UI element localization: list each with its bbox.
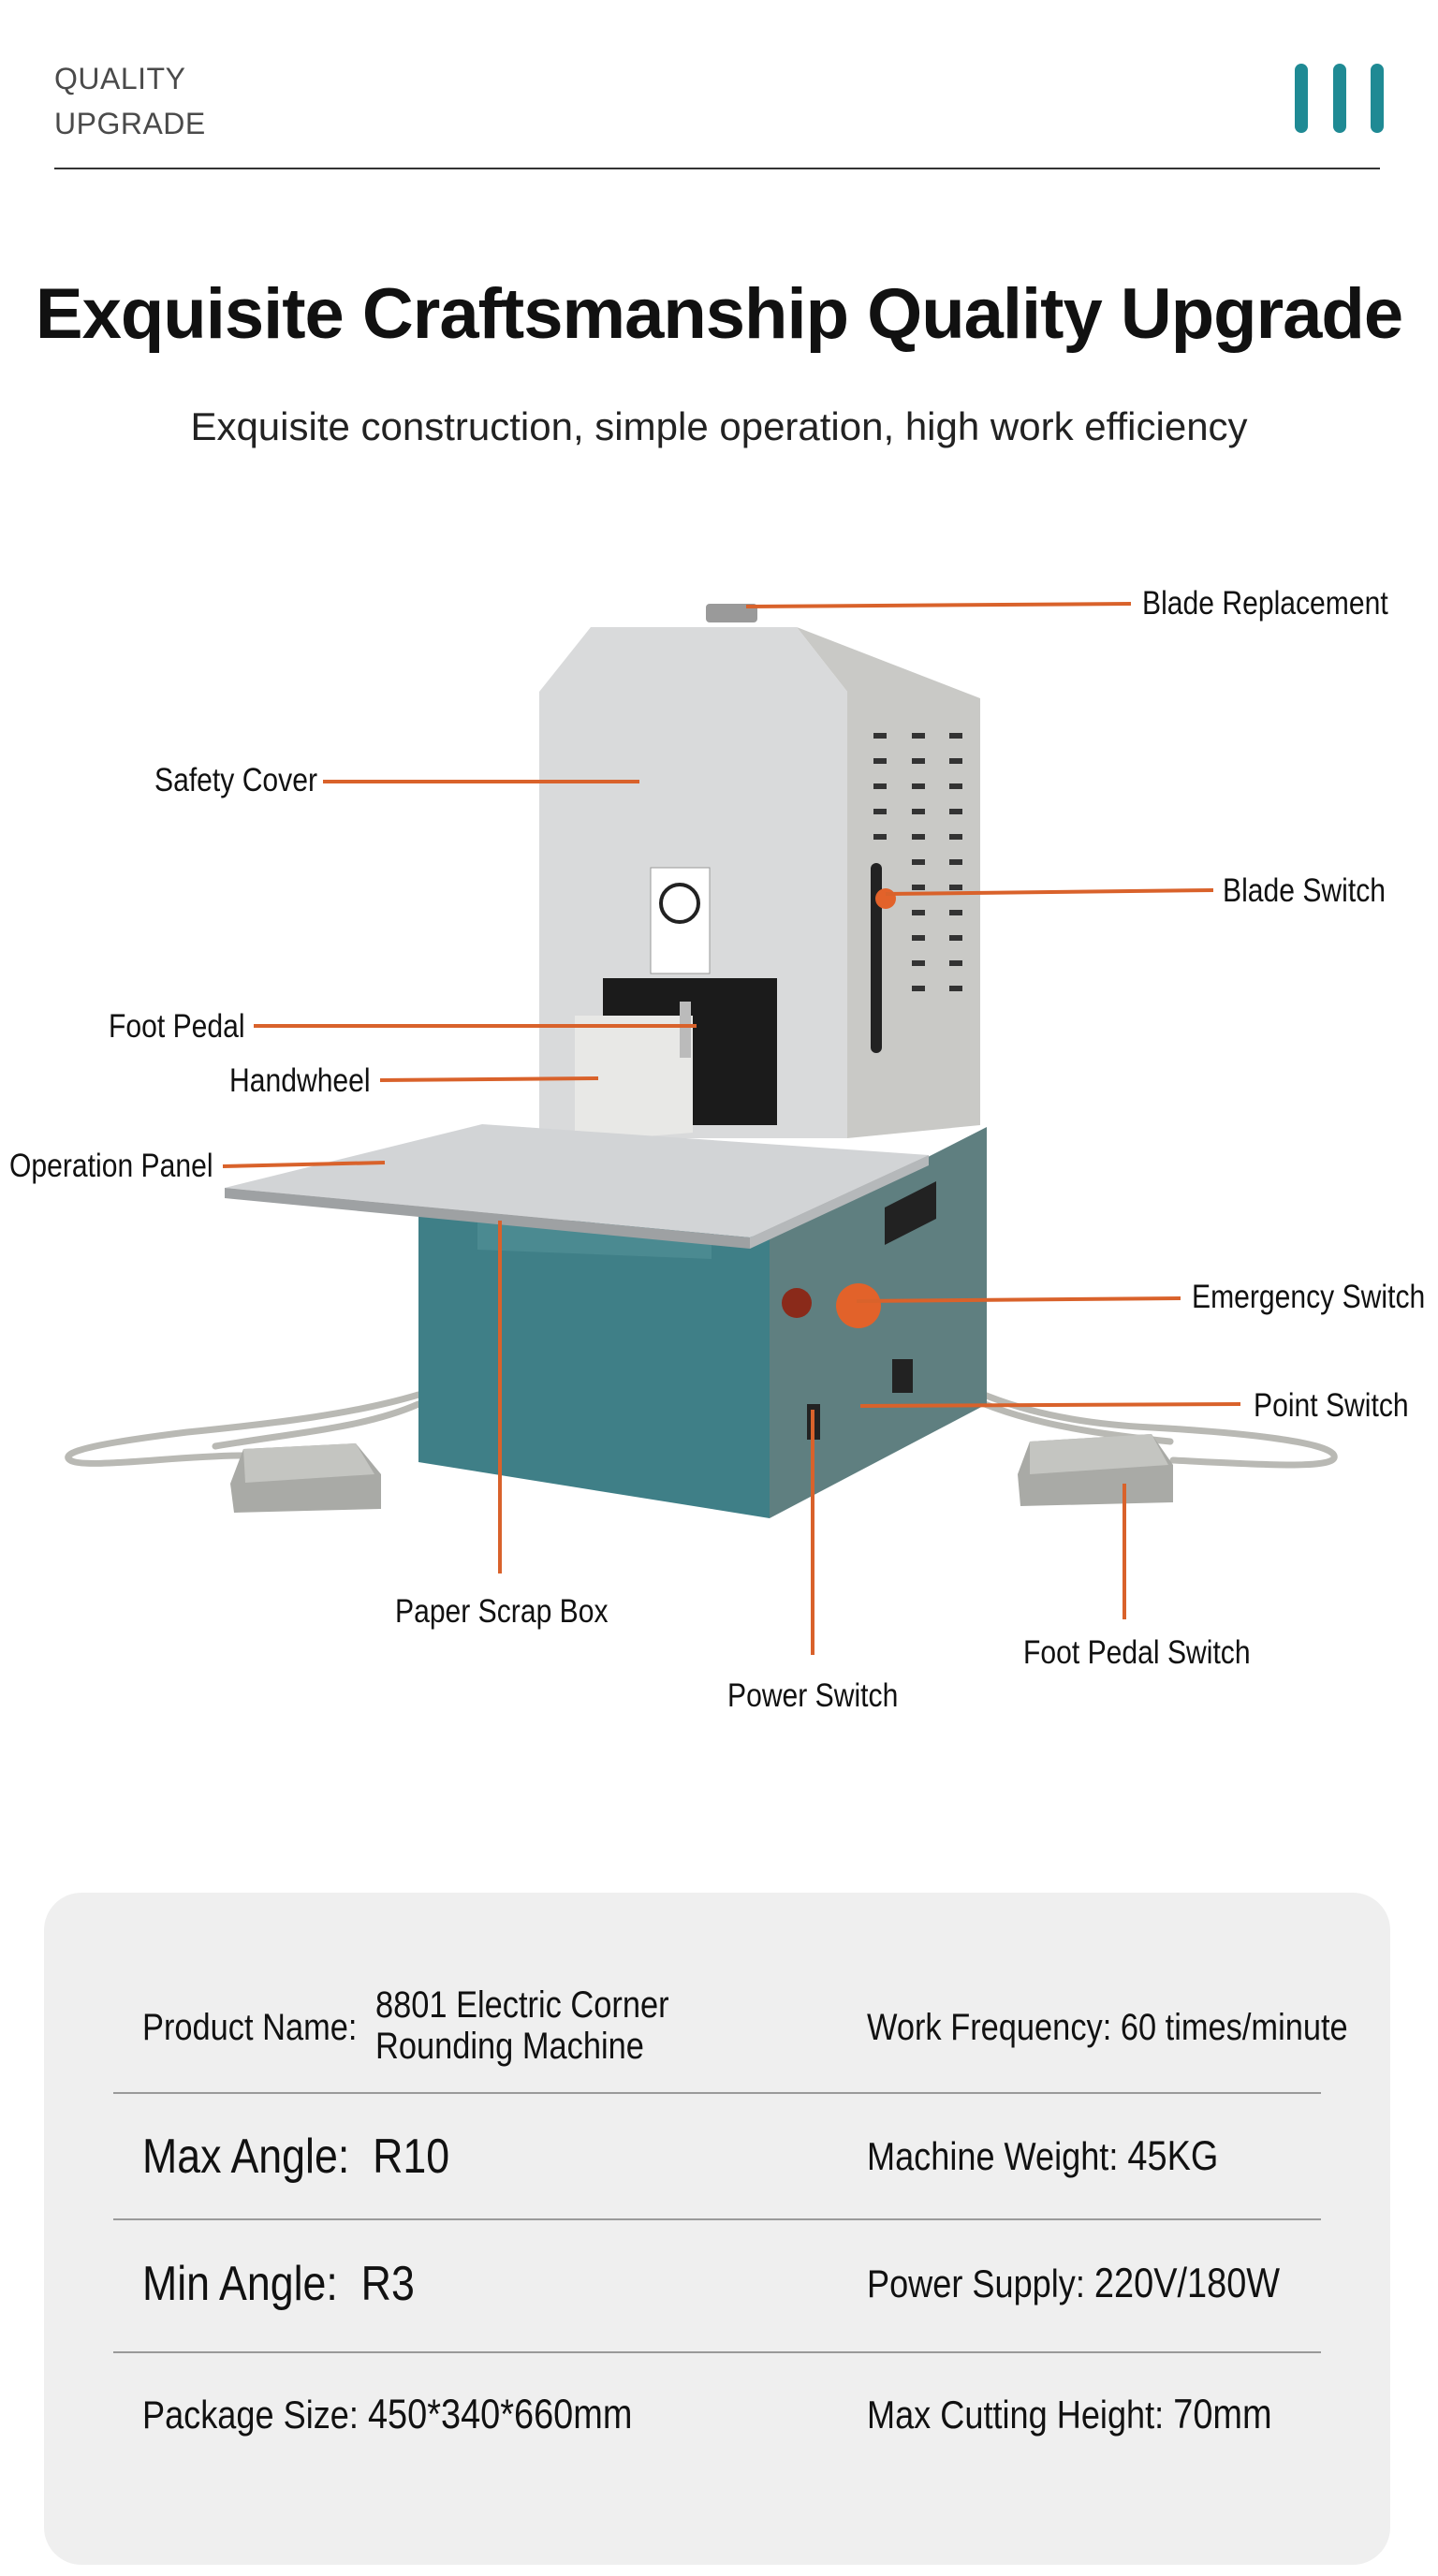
page-subtitle: Exquisite construction, simple operation… xyxy=(190,404,1248,448)
spec-product-name-label: Product Name: xyxy=(142,2007,358,2048)
spec-label: Package Size: xyxy=(142,2393,359,2437)
spec-value: R3 xyxy=(360,2257,415,2311)
three-vertical-bars-icon xyxy=(1295,64,1384,133)
spec-max-angle: Max Angle: R10 xyxy=(142,2132,449,2181)
spec-value: 220V/180W xyxy=(1093,2261,1281,2306)
row-divider xyxy=(113,2092,1321,2094)
label-operation-panel: Operation Panel xyxy=(9,1148,213,1184)
section-tag-line2: UPGRADE xyxy=(54,107,206,140)
right-foot-pedal xyxy=(1018,1434,1173,1506)
label-foot-pedal-switch: Foot Pedal Switch xyxy=(1023,1634,1251,1671)
spec-value: R10 xyxy=(373,2130,450,2184)
label-safety-cover: Safety Cover xyxy=(154,762,317,798)
label-point-switch: Point Switch xyxy=(1254,1387,1409,1424)
spec-product-name-line2: Rounding Machine xyxy=(375,2026,644,2067)
spec-power-supply: Power Supply: 220V/180W xyxy=(867,2261,1281,2306)
spec-label: Power Supply: xyxy=(867,2261,1085,2305)
spec-min-angle: Min Angle: R3 xyxy=(142,2260,415,2308)
spec-value: 60 times/minute xyxy=(1120,2007,1348,2048)
spec-label: Work Frequency: xyxy=(867,2007,1112,2048)
section-tag-line1: QUALITY xyxy=(54,62,186,95)
machine-illustration xyxy=(65,604,1338,1518)
spec-package-size: Package Size: 450*340*660mm xyxy=(142,2392,633,2437)
label-emergency-switch: Emergency Switch xyxy=(1192,1279,1426,1315)
row-divider xyxy=(113,2351,1321,2353)
spec-product-name-line1: 8801 Electric Corner xyxy=(375,1984,669,2026)
spec-value: 70mm xyxy=(1173,2392,1272,2437)
label-blade-switch: Blade Switch xyxy=(1223,872,1387,909)
spec-label: Machine Weight: xyxy=(867,2134,1119,2178)
label-foot-pedal: Foot Pedal xyxy=(109,1008,245,1045)
leader-lines xyxy=(222,602,1241,1655)
row-divider xyxy=(113,2218,1321,2220)
spec-value: 450*340*660mm xyxy=(367,2392,633,2437)
left-foot-pedal xyxy=(230,1443,381,1513)
header-divider xyxy=(54,168,1380,169)
specs-card xyxy=(44,1893,1390,2565)
page-title: Exquisite Craftsmanship Quality Upgrade xyxy=(35,274,1403,354)
spec-value: 45KG xyxy=(1127,2133,1219,2179)
label-handwheel: Handwheel xyxy=(229,1062,371,1099)
spec-label: Max Angle: xyxy=(142,2130,350,2184)
label-power-switch: Power Switch xyxy=(727,1677,899,1714)
spec-label: Min Angle: xyxy=(142,2257,338,2311)
spec-max-cutting-height: Max Cutting Height: 70mm xyxy=(867,2392,1272,2437)
spec-machine-weight: Machine Weight: 45KG xyxy=(867,2133,1219,2179)
spec-label: Max Cutting Height: xyxy=(867,2393,1165,2437)
label-paper-scrap-box: Paper Scrap Box xyxy=(395,1593,609,1630)
spec-work-frequency: Work Frequency: 60 times/minute xyxy=(867,2009,1348,2046)
label-blade-replacement: Blade Replacement xyxy=(1142,585,1388,622)
